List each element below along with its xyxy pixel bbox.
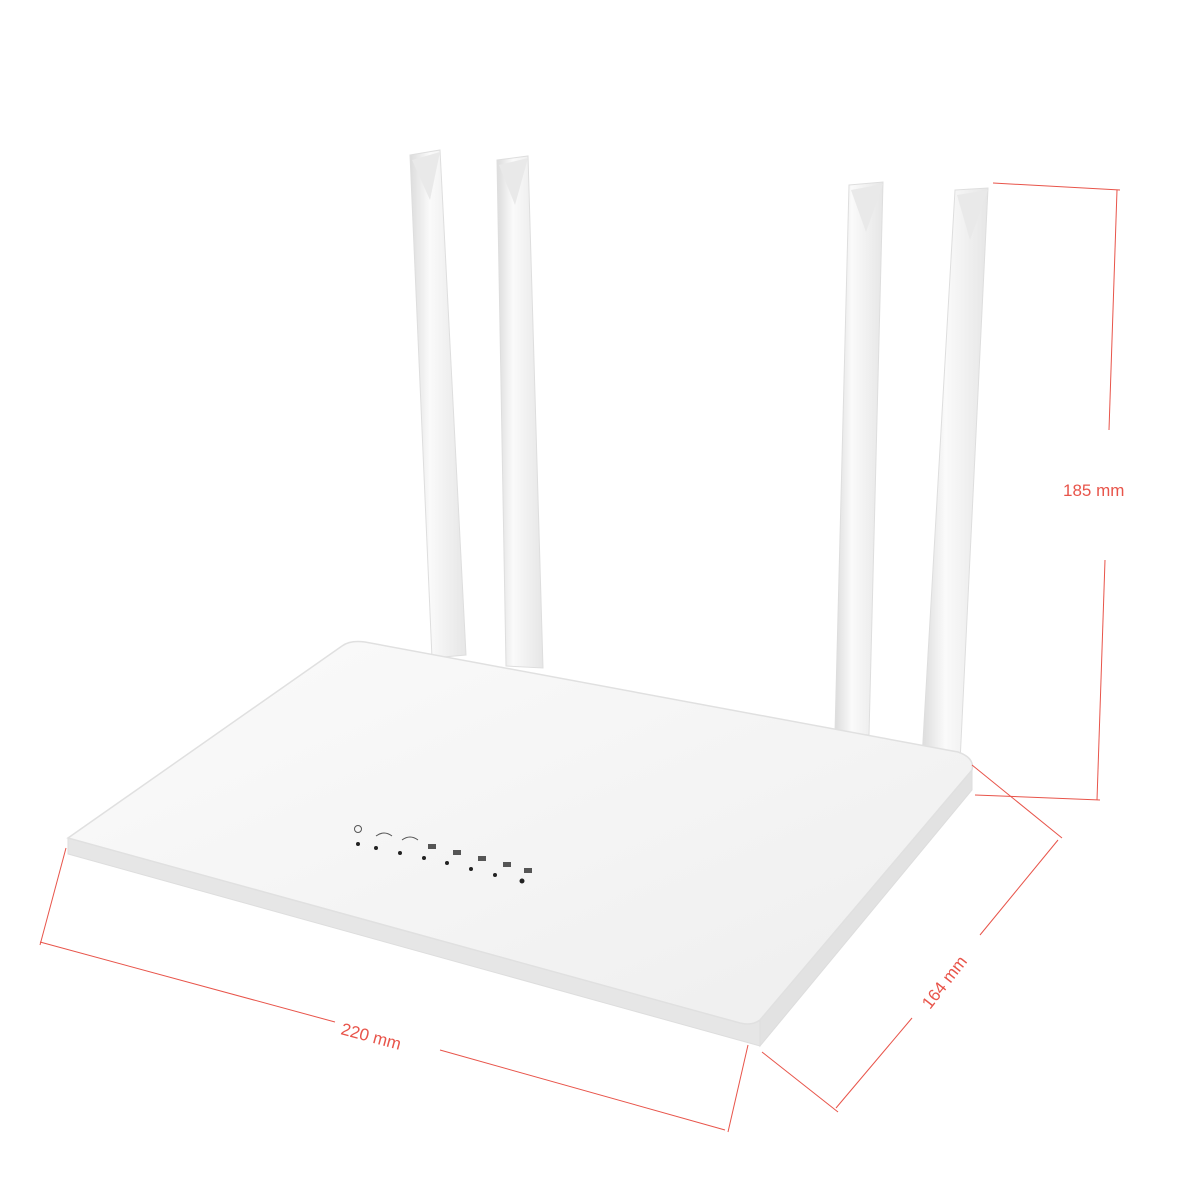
antenna-3 [834, 181, 884, 736]
lan-port-icon [493, 862, 511, 877]
antenna-1 [409, 149, 467, 659]
depth-dimension [761, 764, 1063, 1113]
height-label: 185 mm [1063, 481, 1124, 500]
width-label: 220 mm [339, 1020, 403, 1054]
depth-label: 164 mm [918, 952, 971, 1012]
lan-port-icon [519, 868, 532, 884]
power-icon [354, 825, 362, 846]
antenna-2 [496, 155, 544, 669]
indicator-panel [354, 825, 532, 884]
lan-port-icon [445, 850, 461, 865]
antenna-4 [921, 187, 989, 763]
lan-port-icon [469, 856, 486, 871]
router-body [66, 640, 974, 1048]
lan-port-icon [422, 844, 436, 860]
height-dimension [974, 182, 1121, 801]
wifi-icon [374, 832, 393, 850]
width-dimension [39, 847, 749, 1133]
wan-port-icon [398, 836, 419, 855]
